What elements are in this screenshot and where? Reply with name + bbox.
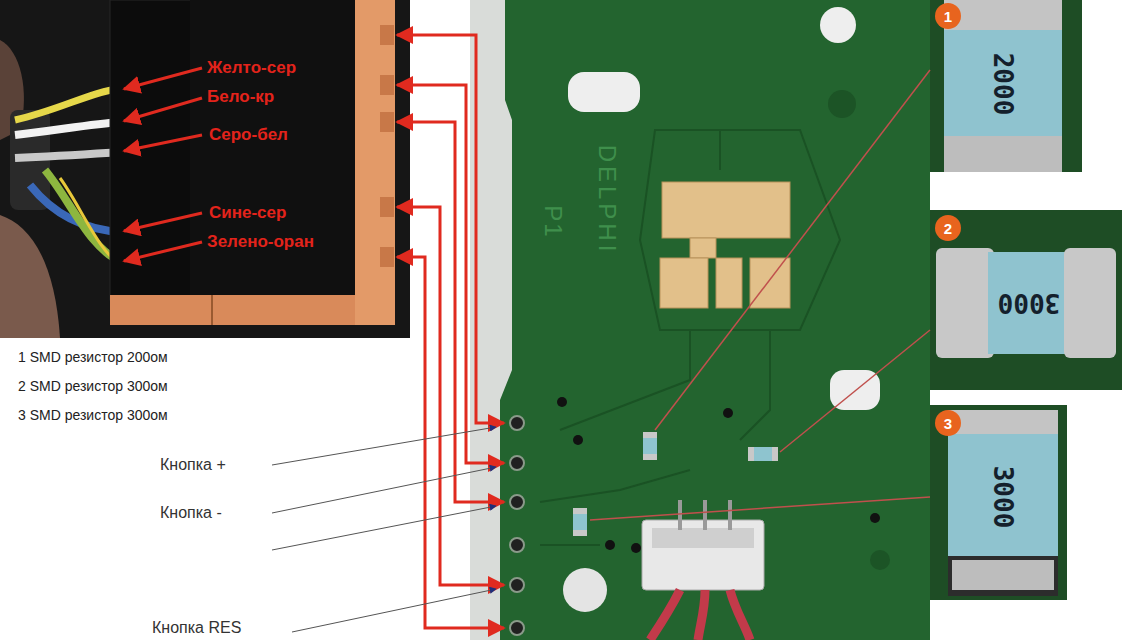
resistor-marking: 3000 <box>990 466 1016 529</box>
button-leader <box>272 427 496 632</box>
resistor-note: 1 SMD резистор 200ом <box>18 349 168 365</box>
resistor-zoom-photo <box>930 0 1122 600</box>
resistor-note: 3 SMD резистор 300ом <box>18 407 168 423</box>
board-marking: P1 <box>539 205 567 238</box>
wire-route <box>397 35 504 628</box>
callout-number: 1 <box>944 9 952 24</box>
callout-circle: 2 <box>935 215 961 241</box>
wire-color-label: Желто-сер <box>207 58 296 78</box>
wire-color-label: Зелено-оран <box>207 232 314 252</box>
callout-circle: 1 <box>935 3 961 29</box>
leader-line <box>590 70 930 520</box>
wire-pointer <box>124 68 202 261</box>
resistor-marking: 3000 <box>998 290 1061 316</box>
wire-color-label: Сине-сер <box>209 203 286 223</box>
connector-photo <box>0 0 410 338</box>
wire-color-label: Бело-кр <box>207 87 274 107</box>
button-label: Кнопка RES <box>152 619 241 637</box>
button-label: Кнопка - <box>160 504 222 522</box>
button-label: Кнопка + <box>160 456 226 474</box>
callout-number: 2 <box>944 221 952 236</box>
callout-number: 3 <box>944 416 952 431</box>
resistor-note: 2 SMD резистор 300ом <box>18 378 168 394</box>
resistor-zoom-panel: 3000 3 <box>930 405 1067 600</box>
pcb-photo <box>470 0 930 640</box>
wire-color-label: Серо-бел <box>209 125 288 145</box>
board-marking: DELPHI <box>593 145 621 256</box>
callout-circle: 3 <box>935 410 961 436</box>
resistor-marking: 2000 <box>990 53 1016 116</box>
resistor-zoom-panel: 3000 2 <box>930 210 1122 390</box>
resistor-zoom-panel: 2000 1 <box>930 0 1082 172</box>
